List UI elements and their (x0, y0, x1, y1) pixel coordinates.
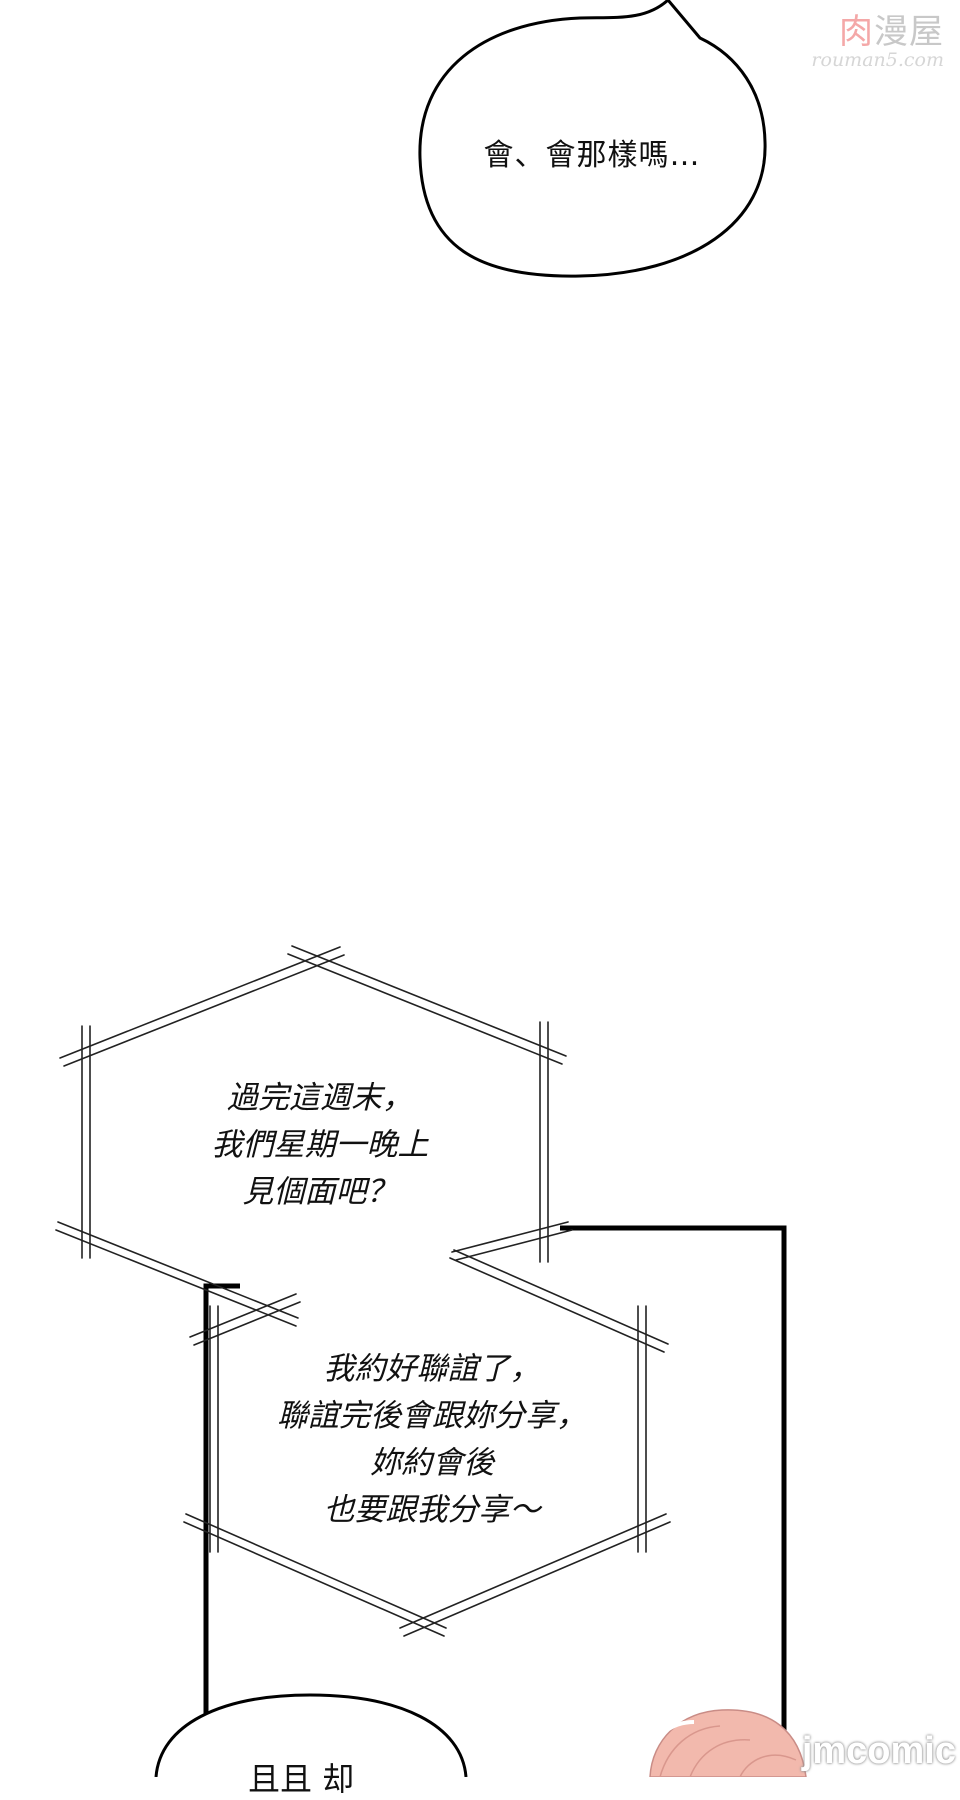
hexagon-2-line-1: 我約好聯誼了， (323, 1351, 541, 1387)
hexagon-1-line-2: 我們星期一晚上 (211, 1127, 429, 1163)
watermark-top: 肉漫屋 rouman5.com (811, 4, 944, 71)
hexagon-1-line-3: 見個面吧？ (242, 1174, 398, 1210)
watermark-brand-accent: 肉 (839, 12, 874, 52)
hexagon-2-line-4: 也要跟我分享～ (323, 1492, 541, 1528)
hexagon-2-line-3: 妳約會後 (370, 1445, 494, 1481)
watermark-bottom: jmcomic (801, 1730, 956, 1772)
hexagon-2-line-2: 聯誼完後會跟妳分享， (277, 1398, 587, 1434)
watermark-site: rouman5.com (811, 49, 944, 71)
speech-bubble-top-text: 會、會那樣嗎… (483, 138, 701, 173)
hexagon-1-line-1: 過完這週末， (227, 1080, 413, 1116)
watermark-brand: 肉漫屋 (811, 4, 944, 53)
watermark-brand-rest: 漫屋 (874, 12, 944, 52)
